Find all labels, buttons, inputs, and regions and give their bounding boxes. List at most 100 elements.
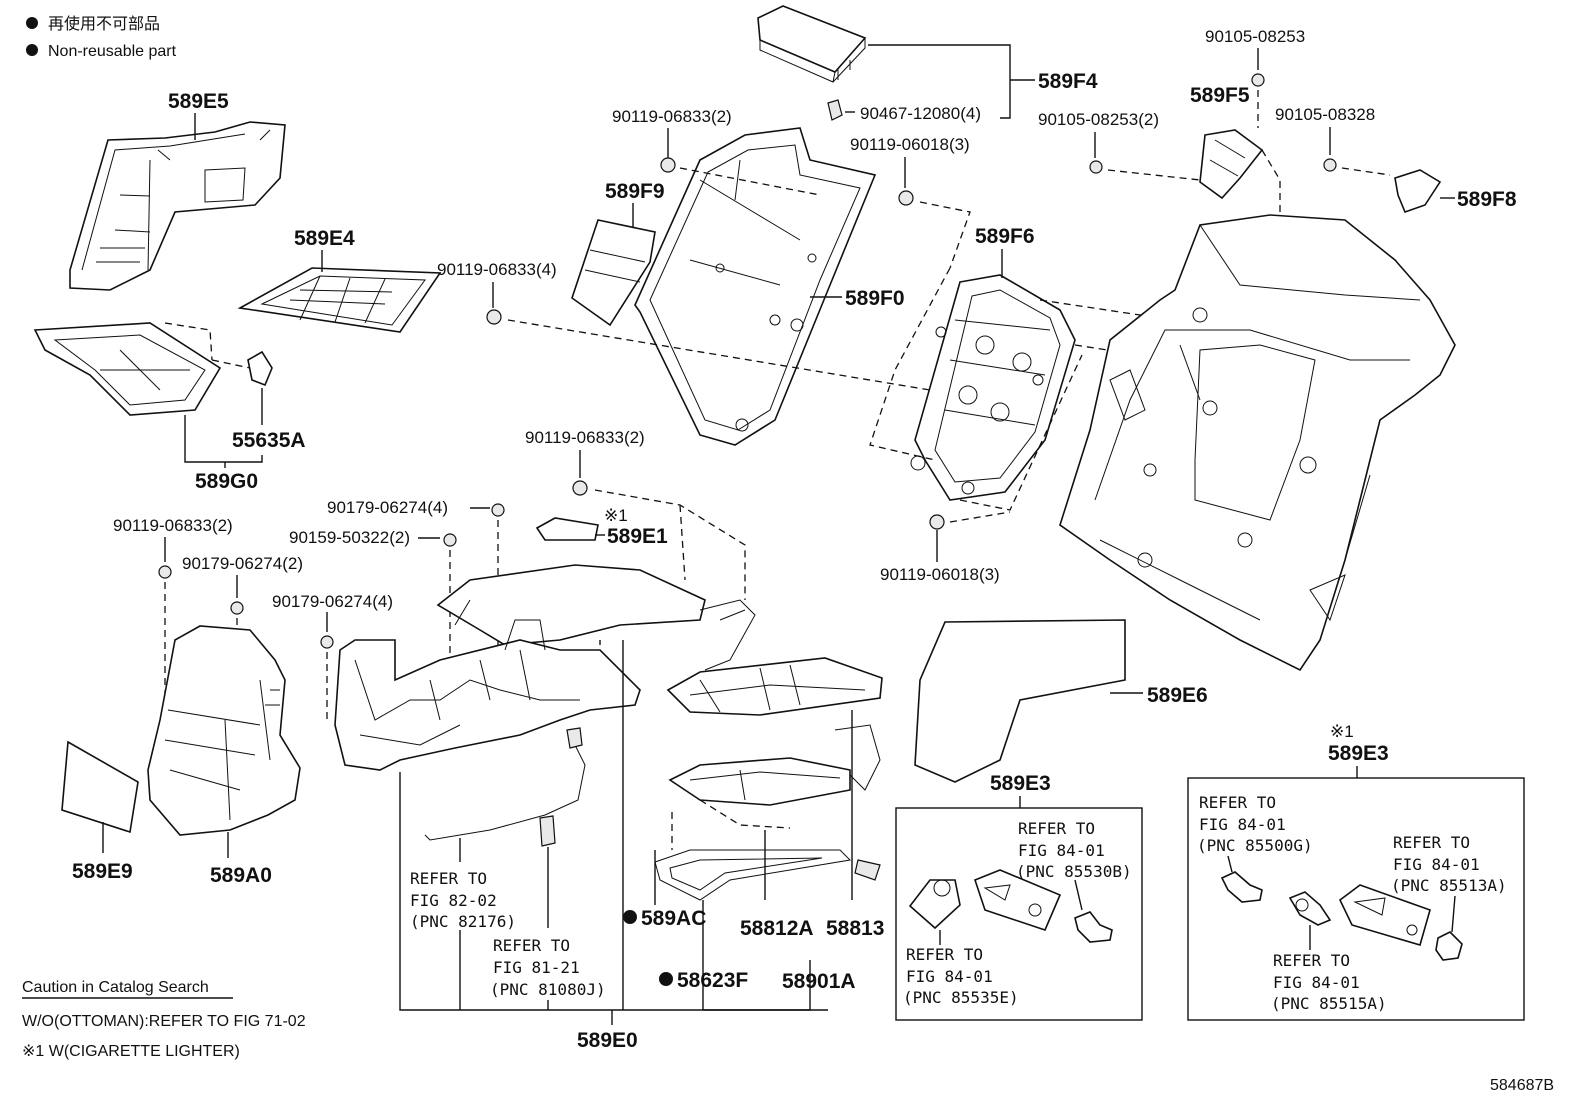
ref-85513A-line3: (PNC 85513A) [1391,876,1507,895]
label-589E0: 589E0 [577,1029,638,1052]
dashed-leader [507,319,961,396]
part-589E5-drawing [69,121,286,291]
part-589A0-drawing [147,625,301,836]
note-wo-ottoman: W/O(OTTOMAN):REFER TO FIG 71-02 [22,1013,306,1030]
part-589F8-drawing [1394,169,1442,214]
fastener-90159-50322: 90159-50322(2) [289,528,410,547]
dashed-leader [699,799,791,829]
dashed-leader [164,322,213,361]
non-reusable-dot-icon [659,972,673,986]
label-58812A: 58812A [740,917,814,940]
leader-line [1074,879,1083,911]
part-589F0-drawing [634,127,877,446]
legend-en-text: Non-reusable part [48,43,177,60]
inset-box-589E3-right [1187,777,1525,1021]
leader-line [1227,855,1233,873]
screw-icon [443,533,457,547]
fastener-90119-06833-center: 90119-06833(2) [525,428,645,447]
clip-90467-icon [827,99,843,121]
bolt-icon [660,157,676,173]
label-589E6: 589E6 [1147,684,1208,707]
caution-heading: Caution in Catalog Search [22,979,209,996]
ref-85535E-line3: (PNC 85535E) [903,988,1019,1007]
inset-box-589E3-left [895,807,1143,1021]
bolt-icon [158,565,172,579]
bolt-icon [1251,73,1265,87]
dashed-leader [679,504,686,581]
fastener-90179-06274-4-top: 90179-06274(4) [327,498,448,517]
ref-85513A-line1: REFER TO [1393,833,1470,852]
nut-icon [230,601,244,615]
label-589F6: 589F6 [975,225,1035,248]
bolt-icon [1323,158,1337,172]
label-589F0: 589F0 [845,287,905,310]
fastener-90119-06833-left: 90119-06833(2) [113,516,233,535]
legend-dot-icon [26,44,38,56]
part-589E1-drawing [535,517,599,541]
ref-85500G-line2: FIG 84-01 [1199,815,1286,834]
part-589E3-right-drawing [1220,871,1463,961]
label-589F9: 589F9 [605,180,665,203]
label-58813: 58813 [826,917,884,940]
fastener-90179-06274-4-left: 90179-06274(4) [272,592,393,611]
part-body-floor-drawing [1059,214,1456,672]
fastener-90119-06833-4: 90119-06833(4) [437,260,557,279]
legend-dot-icon [26,17,38,29]
ref-85515A-line3: (PNC 85515A) [1271,994,1387,1013]
leader-line [1451,895,1456,933]
fastener-90467-12080: 90467-12080(4) [860,104,981,123]
part-589E3-left-drawing [908,869,1113,943]
bolt-icon [898,190,914,206]
bolt-icon [486,309,502,325]
legend-jp-text: 再使用不可部品 [48,15,160,33]
label-589E1: 589E1 [607,525,668,548]
bracket-line [399,772,828,1011]
part-589F6-drawing [910,274,1076,501]
part-589F9-drawing [571,219,656,327]
part-589G0-drawing [33,322,273,416]
ref-81-21-line3: (PNC 81080J) [490,980,606,999]
fastener-90119-06018-bottom: 90119-06018(3) [880,565,1000,584]
fastener-90105-08253-2: 90105-08253(2) [1038,110,1159,129]
part-589E6-drawing [914,619,1126,783]
ref-85500G-line1: REFER TO [1199,793,1276,812]
label-589A0: 589A0 [210,864,272,887]
dashed-leader [869,267,951,461]
label-589E3-left: 589E3 [990,772,1051,795]
bolt-icon [572,480,588,496]
label-589E9: 589E9 [72,860,133,883]
label-589F5: 589F5 [1190,84,1250,107]
dashed-leader [1341,167,1391,176]
fastener-90105-08328: 90105-08328 [1275,105,1375,124]
note-w-cigarette-lighter: ※1 W(CIGARETTE LIGHTER) [22,1043,240,1060]
label-589F4: 589F4 [1038,70,1098,93]
ref-82-02-line2: FIG 82-02 [410,891,497,910]
label-58623F: 58623F [677,969,748,992]
part-58901A-drawing [654,657,883,901]
part-589F4-drawing [757,5,867,83]
dashed-leader [1107,169,1201,181]
ref-85513A-line2: FIG 84-01 [1393,855,1480,874]
mark-kome1-589E3: ※1 [1330,722,1354,741]
fastener-90105-08253: 90105-08253 [1205,27,1305,46]
label-58901A: 58901A [782,970,856,993]
label-589E3-right: 589E3 [1328,742,1389,765]
part-589F5-drawing [1199,129,1264,200]
wire-harness-drawing [424,734,586,841]
fastener-90119-06018-top: 90119-06018(3) [850,135,970,154]
connector-icon [566,727,583,749]
ref-85515A-line2: FIG 84-01 [1273,973,1360,992]
dashed-leader [919,201,971,269]
ref-81-21-line2: FIG 81-21 [493,958,580,977]
sensor-81080J-icon [539,815,556,847]
nut-icon [320,635,334,649]
bracket-line [868,44,1011,119]
fastener-90119-06833-top: 90119-06833(2) [612,107,732,126]
label-589G0: 589G0 [195,470,258,493]
fastener-90179-06274-2: 90179-06274(2) [182,554,303,573]
part-589E9-drawing [61,740,139,834]
bracket-line [184,415,263,463]
non-reusable-dot-icon [623,910,637,924]
part-589E4-drawing [237,267,442,333]
ref-85535E-line2: FIG 84-01 [906,967,993,986]
